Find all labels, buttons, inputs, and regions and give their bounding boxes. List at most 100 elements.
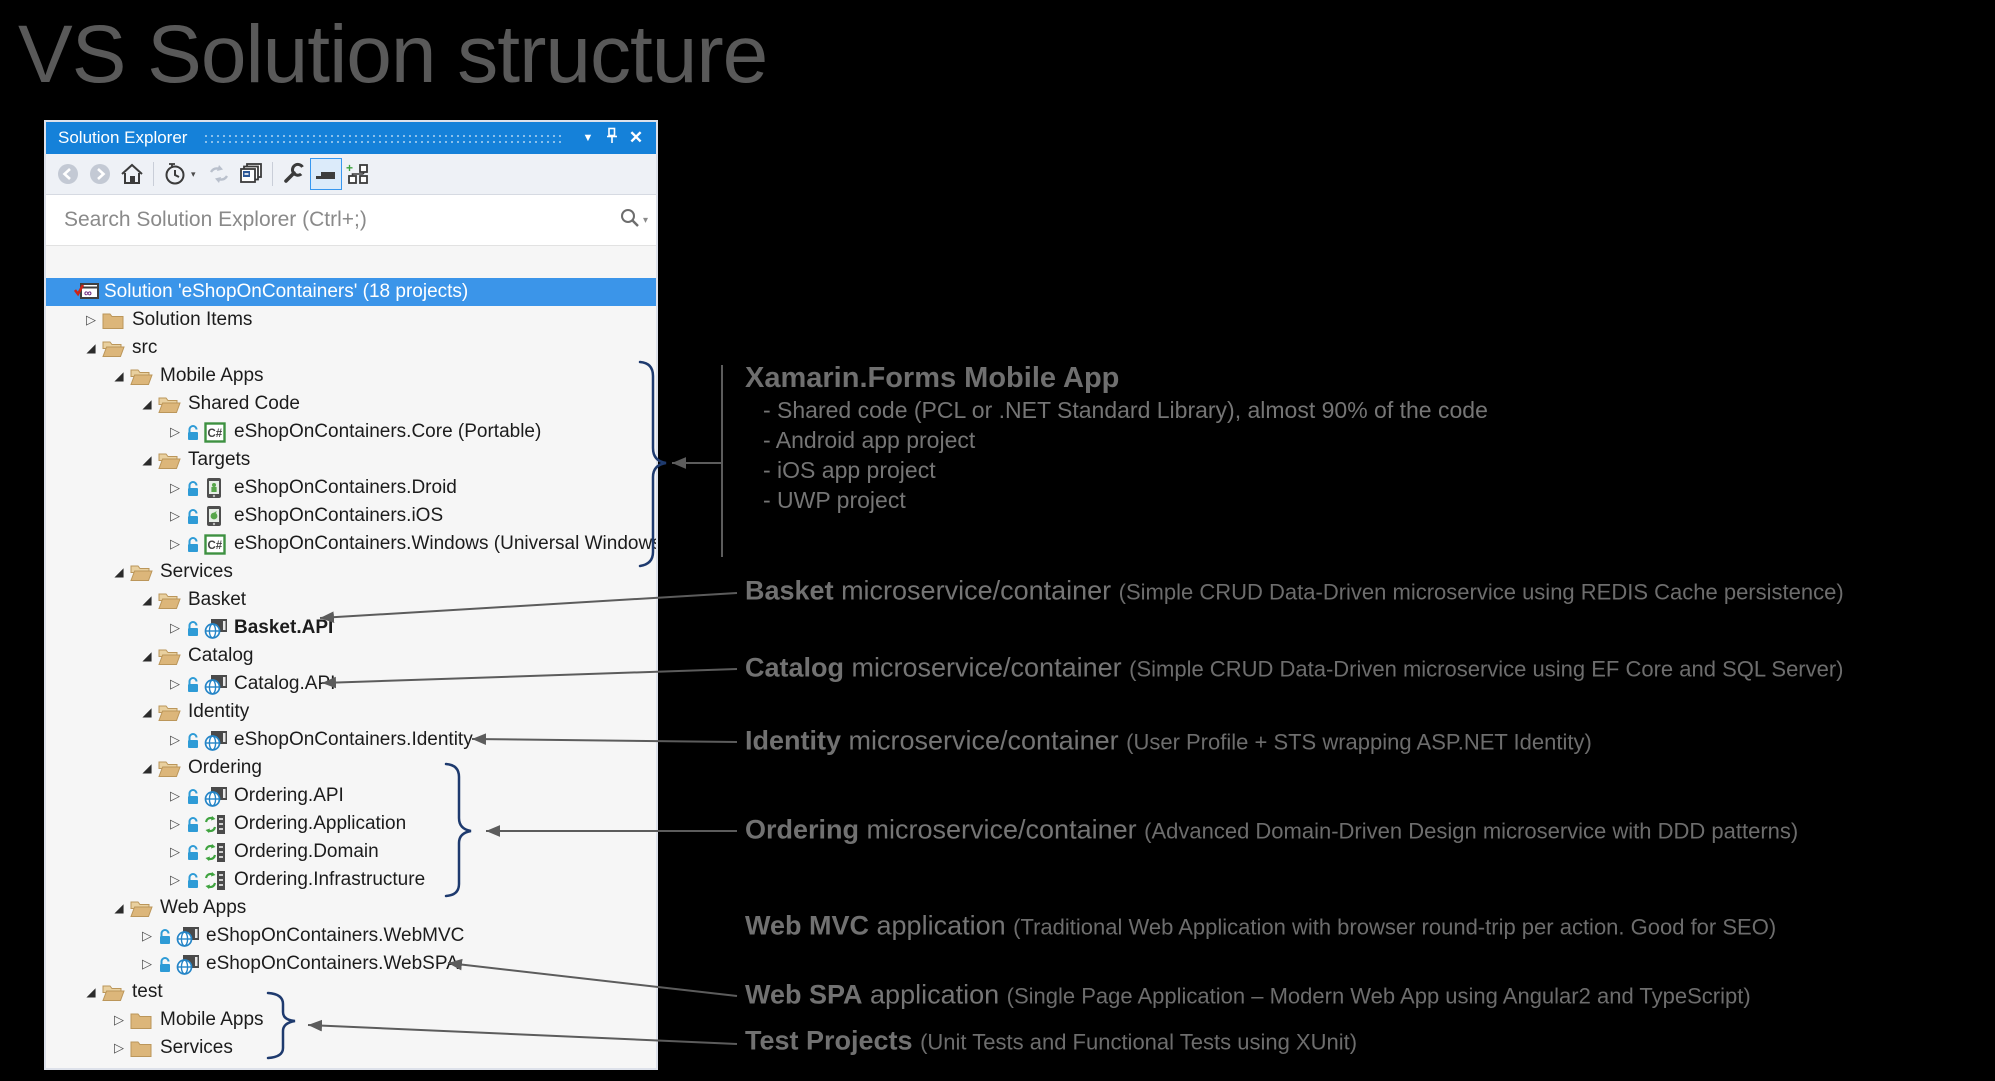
window-position-caret-icon[interactable]: ▼ — [582, 132, 594, 144]
tree-item-eshoponcontainers-ios[interactable]: ▷eShopOnContainers.iOS — [46, 502, 656, 530]
sync-with-active-document-icon[interactable]: + — [342, 158, 374, 190]
svg-text:C#: C# — [208, 428, 223, 440]
source-control-lock-icon — [158, 928, 176, 945]
tree-item-eshoponcontainers-webspa[interactable]: ▷ eShopOnContainers.WebSPA — [46, 950, 656, 978]
expander-closed-icon[interactable]: ▷ — [170, 788, 180, 804]
expander-open-icon[interactable]: ◢ — [142, 397, 152, 411]
annotation-test-projects: Test Projects (Unit Tests and Functional… — [745, 1025, 1357, 1056]
expander-closed-icon[interactable]: ▷ — [170, 508, 180, 524]
tree-item-services[interactable]: ▷Services — [46, 1034, 656, 1062]
source-control-lock-icon — [186, 732, 204, 749]
annotation-heading: Xamarin.Forms Mobile App — [745, 362, 1120, 394]
annotation-detail: (Simple CRUD Data-Driven microservice us… — [1118, 579, 1844, 605]
annotation-text: microservice/container — [859, 814, 1145, 845]
tree-item-services[interactable]: ◢Services — [46, 558, 656, 586]
source-control-lock-icon — [186, 424, 204, 441]
collapse-all-icon[interactable] — [235, 158, 267, 190]
expander-closed-icon[interactable]: ▷ — [170, 844, 180, 860]
expander-closed-icon[interactable]: ▷ — [142, 956, 152, 972]
tree-item-label: Ordering.Application — [234, 813, 407, 834]
tree-item-ordering-infrastructure[interactable]: ▷Ordering.Infrastructure — [46, 866, 656, 894]
pending-changes-filter-icon[interactable] — [159, 158, 191, 190]
annotation-bullet: - UWP project — [763, 487, 906, 513]
panel-titlebar[interactable]: Solution Explorer ▼ ✕ — [46, 122, 656, 154]
annotation-bullet: - Android app project — [763, 427, 976, 453]
tree-item-eshoponcontainers-core-portable[interactable]: ▷C#eShopOnContainers.Core (Portable) — [46, 418, 656, 446]
home-icon[interactable] — [116, 158, 148, 190]
tree-item-eshoponcontainers-identity[interactable]: ▷eShopOnContainers.Identity — [46, 726, 656, 754]
folder-open-icon — [158, 703, 185, 722]
expander-closed-icon[interactable]: ▷ — [170, 536, 180, 552]
expander-closed-icon[interactable]: ▷ — [170, 872, 180, 888]
tree-item-eshoponcontainers-droid[interactable]: ▷eShopOnContainers.Droid — [46, 474, 656, 502]
tree-item-catalog-api[interactable]: ▷Catalog.API — [46, 670, 656, 698]
search-icon[interactable] — [619, 207, 641, 234]
solution-tree: ∞Solution 'eShopOnContainers' (18 projec… — [46, 246, 656, 1068]
tree-item-solution-eshoponcontainers-18-projects[interactable]: ∞Solution 'eShopOnContainers' (18 projec… — [46, 278, 656, 306]
tree-item-ordering-api[interactable]: ▷Ordering.API — [46, 782, 656, 810]
expander-closed-icon[interactable]: ▷ — [170, 480, 180, 496]
back-icon[interactable] — [52, 158, 84, 190]
annotation-text: microservice/container — [841, 725, 1127, 756]
expander-closed-icon[interactable]: ▷ — [114, 1012, 124, 1028]
sync-icon[interactable] — [203, 158, 235, 190]
tree-item-targets[interactable]: ◢ Targets — [46, 446, 656, 474]
properties-wrench-icon[interactable] — [278, 158, 310, 190]
expander-closed-icon[interactable]: ▷ — [170, 676, 180, 692]
tree-item-ordering[interactable]: ◢Ordering — [46, 754, 656, 782]
expander-open-icon[interactable]: ◢ — [142, 761, 152, 775]
tree-item-catalog[interactable]: ◢Catalog — [46, 642, 656, 670]
tree-item-ordering-domain[interactable]: ▷Ordering.Domain — [46, 838, 656, 866]
expander-open-icon[interactable]: ◢ — [142, 649, 152, 663]
tree-item-label: Web Apps — [160, 897, 247, 918]
expander-open-icon[interactable]: ◢ — [86, 985, 96, 999]
ios-icon — [204, 505, 231, 527]
expander-closed-icon[interactable]: ▷ — [142, 928, 152, 944]
tree-item-eshoponcontainers-webmvc[interactable]: ▷eShopOnContainers.WebMVC — [46, 922, 656, 950]
expander-open-icon[interactable]: ◢ — [86, 341, 96, 355]
tree-item-ordering-application[interactable]: ▷ Ordering.Application — [46, 810, 656, 838]
expander-open-icon[interactable]: ◢ — [142, 593, 152, 607]
search-input[interactable] — [62, 207, 619, 233]
pin-icon[interactable] — [600, 127, 624, 150]
expander-open-icon[interactable]: ◢ — [142, 705, 152, 719]
tree-item-basket-api[interactable]: ▷Basket.API — [46, 614, 656, 642]
expander-closed-icon[interactable]: ▷ — [170, 424, 180, 440]
expander-closed-icon[interactable]: ▷ — [114, 1040, 124, 1056]
annotation-text — [913, 1025, 921, 1055]
expander-closed-icon[interactable]: ▷ — [170, 732, 180, 748]
tree-item-mobile-apps[interactable]: ◢Mobile Apps — [46, 362, 656, 390]
tree-item-shared-code[interactable]: ◢Shared Code — [46, 390, 656, 418]
expander-open-icon[interactable]: ◢ — [114, 369, 124, 383]
tree-item-mobile-apps[interactable]: ▷Mobile Apps — [46, 1006, 656, 1034]
tree-item-solution-items[interactable]: ▷Solution Items — [46, 306, 656, 334]
search-options-caret-icon[interactable]: ▾ — [642, 214, 648, 226]
tree-item-test[interactable]: ◢test — [46, 978, 656, 1006]
tree-item-eshoponcontainers-windows-universal-windows[interactable]: ▷C#eShopOnContainers.Windows (Universal … — [46, 530, 656, 558]
expander-open-icon[interactable]: ◢ — [114, 901, 124, 915]
tree-item-web-apps[interactable]: ◢ Web Apps — [46, 894, 656, 922]
panel-title: Solution Explorer — [58, 128, 188, 147]
page-title: VS Solution structure — [18, 9, 768, 100]
filter-dropdown-caret-icon[interactable]: ▾ — [191, 168, 196, 179]
expander-open-icon[interactable]: ◢ — [142, 453, 152, 467]
annotation-bullet: - iOS app project — [763, 457, 936, 483]
expander-closed-icon[interactable]: ▷ — [86, 312, 96, 328]
tree-item-basket[interactable]: ◢Basket — [46, 586, 656, 614]
tree-item-label: Targets — [188, 449, 251, 470]
annotation-catalog: Catalog microservice/container (Simple C… — [745, 652, 1844, 683]
expander-closed-icon[interactable]: ▷ — [170, 620, 180, 636]
annotation-bold-label: Catalog — [745, 652, 845, 683]
show-all-files-icon[interactable] — [310, 158, 342, 190]
tree-item-identity[interactable]: ◢Identity — [46, 698, 656, 726]
tree-item-src[interactable]: ◢src — [46, 334, 656, 362]
droid-icon — [204, 477, 231, 499]
tree-item-label: eShopOnContainers.WebSPA — [206, 953, 459, 974]
source-control-lock-icon — [186, 480, 204, 497]
expander-open-icon[interactable]: ◢ — [114, 565, 124, 579]
folder-open-icon — [130, 367, 157, 386]
annotation-detail: (Traditional Web Application with browse… — [1013, 914, 1777, 940]
expander-closed-icon[interactable]: ▷ — [170, 816, 180, 832]
forward-icon[interactable] — [84, 158, 116, 190]
close-icon[interactable]: ✕ — [628, 128, 644, 147]
